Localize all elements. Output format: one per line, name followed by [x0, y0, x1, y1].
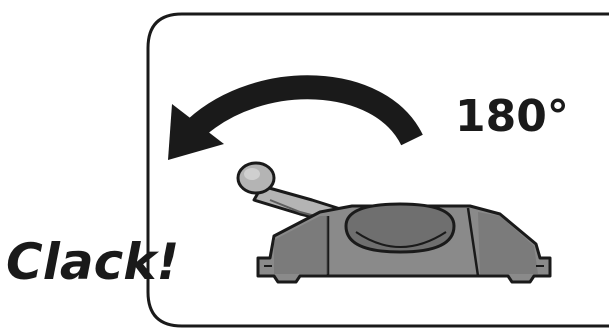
panel-frame: [148, 14, 609, 326]
latch-part: [238, 163, 550, 282]
sound-effect-label: Clack!: [6, 233, 179, 291]
rotation-arrow-body: [196, 87, 412, 140]
base-dome: [346, 204, 454, 252]
lever-knob-highlight: [244, 168, 260, 180]
rotation-angle-label: 180°: [455, 91, 569, 142]
rotation-arrow-icon: [168, 87, 412, 160]
